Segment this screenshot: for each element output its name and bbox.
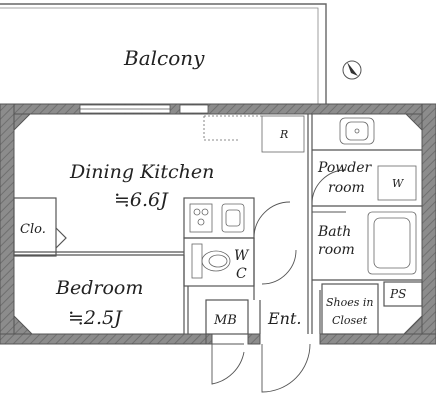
shoes-closet-label-2: Closet [332,314,368,327]
refrigerator-label: R [279,128,288,141]
meter-box-label: MB [213,313,237,328]
bath-room-label-1: Bath [317,224,351,240]
interior-walls [13,114,423,335]
washer-label: W [392,177,405,190]
balcony-label: Balcony [123,46,205,70]
shoes-closet-label-1: Shoes in [326,296,374,309]
dining-kitchen-label: Dining Kitchen [69,161,214,183]
wc-label-1: W [234,248,250,264]
north-arrow-icon [342,60,362,80]
pipe-space-label: PS [389,287,406,301]
wash-basin [339,117,375,145]
bathtub [367,211,417,275]
dining-kitchen-size: ≒6.6J [114,189,169,211]
powder-room-label-2: room [328,180,365,196]
wc-label-2: C [236,266,247,282]
toilet [191,243,231,279]
bedroom-size: ≒2.5J [68,307,123,329]
bedroom-label: Bedroom [55,277,143,299]
doors[interactable] [211,169,347,393]
powder-room-label-1: Powder [317,160,373,176]
kitchen-appliances [189,203,245,233]
entrance-label: Ent. [267,309,302,328]
balcony-area [0,3,327,104]
washer-box [377,165,417,201]
closet-label: Clo. [20,222,46,237]
balcony-window [79,104,209,114]
bath-room-label-2: room [318,242,355,258]
refrigerator [203,115,305,153]
